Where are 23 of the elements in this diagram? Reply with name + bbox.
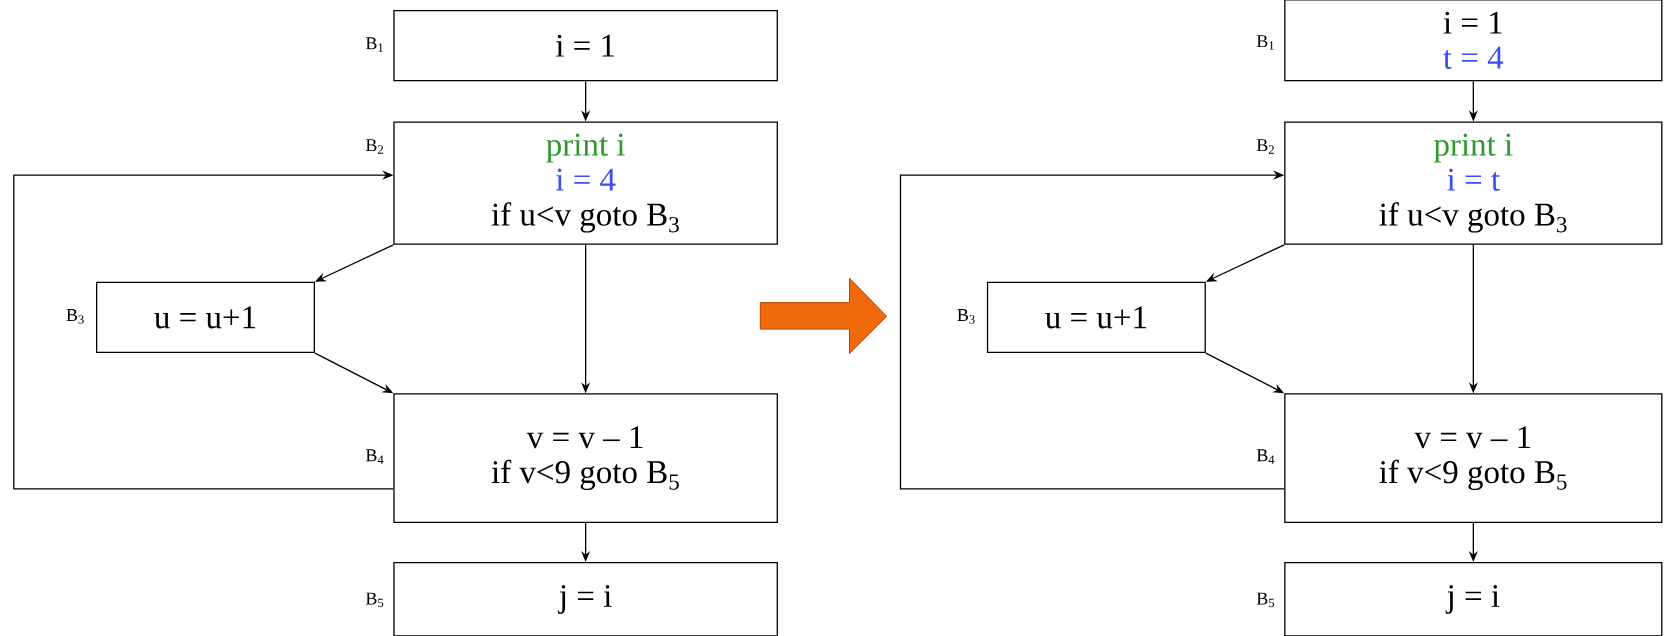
block-label: B$_{4}$ [365, 449, 384, 464]
code-block: v = v – 1 if v<9 goto B$_{5}$ [393, 393, 778, 523]
block-label: B$_{2}$ [1256, 139, 1274, 154]
code-block: j = i [1284, 562, 1663, 636]
code-block: print i i = 4 if u<v goto B$_{3}$ [393, 121, 778, 245]
code-block: j = i [393, 562, 778, 636]
code-block: v = v – 1 if v<9 goto B$_{5}$ [1284, 393, 1663, 523]
block-label: B$_{5}$ [365, 592, 384, 608]
code-block: u = u+1 [96, 281, 315, 354]
code-block: i = 1 t = 4 [1284, 0, 1663, 82]
block-label: B$_{1}$ [1256, 35, 1274, 50]
block-label: B$_{2}$ [365, 139, 383, 154]
arrow [13, 170, 394, 490]
block-label: B$_{1}$ [365, 37, 383, 52]
code-block: i = 1 [393, 9, 778, 82]
block-label: B$_{3}$ [957, 309, 975, 324]
code-block: print i i = t if u<v goto B$_{3}$ [1284, 121, 1663, 245]
block-label: B$_{3}$ [66, 309, 84, 324]
code-block: u = u+1 [986, 281, 1206, 354]
block-label: B$_{5}$ [1256, 592, 1275, 608]
arrow [315, 244, 394, 282]
arrow [899, 170, 1285, 490]
block-label: B$_{4}$ [1256, 449, 1275, 464]
